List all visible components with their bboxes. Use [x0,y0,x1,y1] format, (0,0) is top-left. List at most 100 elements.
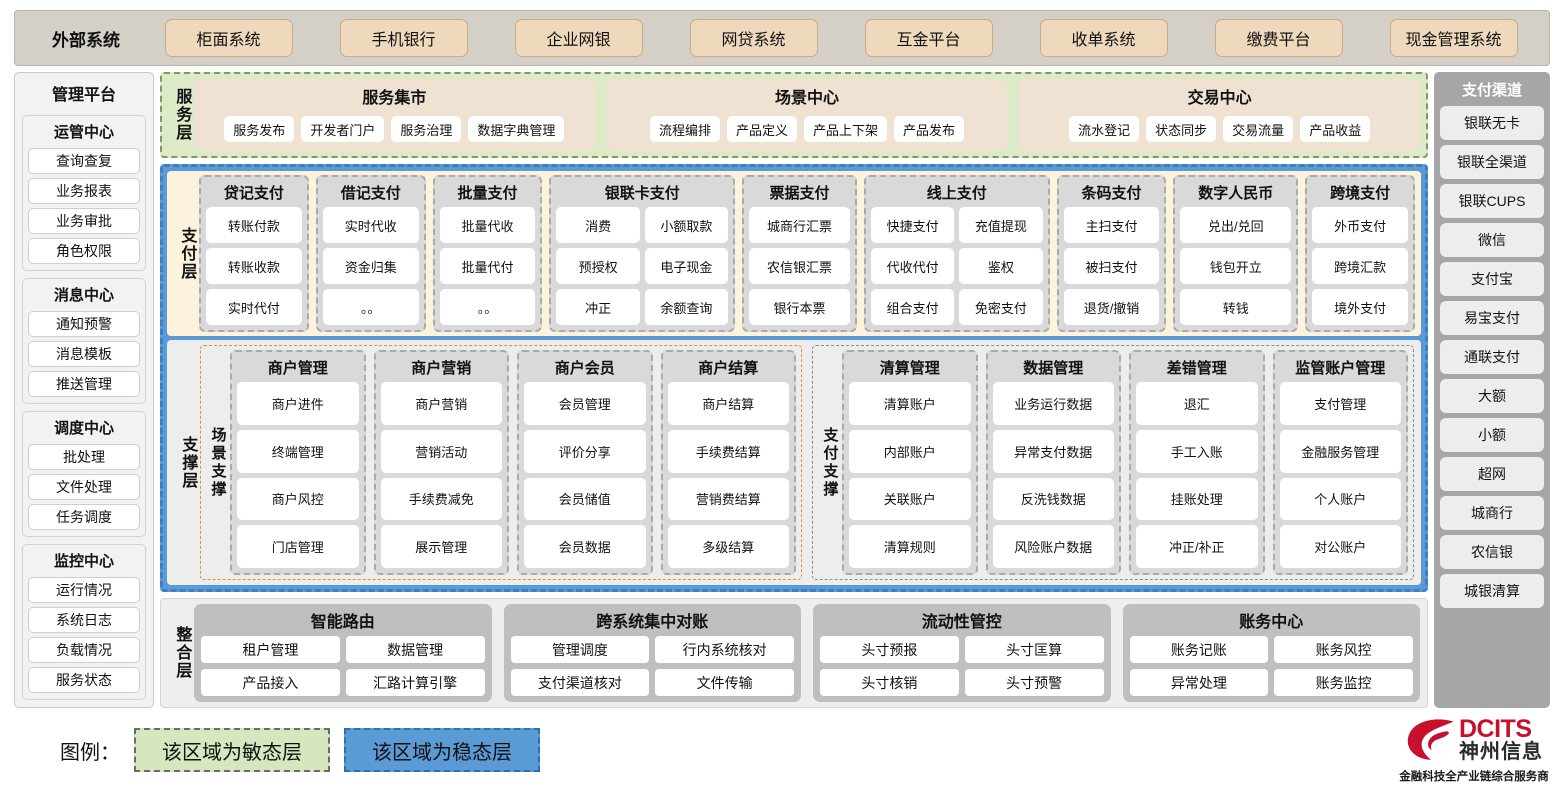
payment-item[interactable]: 余额查询 [644,289,729,325]
integration-item[interactable]: 账务记账 [1129,636,1269,663]
payment-item[interactable]: 鉴权 [959,248,1043,284]
management-item[interactable]: 业务报表 [28,178,140,204]
integration-item[interactable]: 行内系统核对 [655,636,794,663]
payment-item[interactable]: 资金归集 [322,248,419,284]
management-item[interactable]: 推送管理 [28,371,140,397]
service-chip[interactable]: 服务发布 [224,116,295,142]
payment-channel-item[interactable]: 微信 [1440,223,1544,257]
payment-channel-item[interactable]: 支付宝 [1440,262,1544,296]
payment-item[interactable]: 钱包开立 [1180,248,1292,284]
payment-item[interactable]: 。。 [322,289,419,325]
service-chip[interactable]: 流水登记 [1069,116,1140,142]
payment-item[interactable]: 外币支付 [1312,207,1409,243]
payment-item[interactable]: 城商行汇票 [749,207,850,243]
service-chip[interactable]: 状态同步 [1146,116,1217,142]
payment-item[interactable]: 代收代付 [870,248,955,284]
support-item[interactable]: 终端管理 [237,429,359,473]
support-item[interactable]: 挂账处理 [1136,477,1258,521]
payment-item[interactable]: 充值提现 [959,207,1043,243]
support-item[interactable]: 反洗钱数据 [992,477,1114,521]
support-item[interactable]: 清算账户 [849,382,971,425]
payment-channel-item[interactable]: 银联无卡 [1440,106,1544,140]
payment-item[interactable]: 退货/撤销 [1063,289,1160,325]
integration-item[interactable]: 异常处理 [1129,669,1269,696]
management-item[interactable]: 消息模板 [28,341,140,367]
integration-item[interactable]: 租户管理 [201,636,340,663]
payment-channel-item[interactable]: 城银清算 [1440,574,1544,608]
support-item[interactable]: 手续费结算 [667,429,789,473]
support-item[interactable]: 手工入账 [1136,429,1258,473]
integration-item[interactable]: 头寸预报 [820,636,959,663]
payment-item[interactable]: 组合支付 [870,289,955,325]
integration-item[interactable]: 账务监控 [1274,669,1413,696]
payment-item[interactable]: 境外支付 [1312,289,1409,325]
support-item[interactable]: 商户营销 [380,382,502,425]
external-system-chip[interactable]: 收单系统 [1039,19,1168,57]
external-system-chip[interactable]: 缴费平台 [1214,19,1343,57]
support-item[interactable]: 清算规则 [849,525,971,568]
payment-item[interactable]: 转账付款 [206,207,302,243]
payment-item[interactable]: 冲正 [556,289,640,325]
payment-channel-item[interactable]: 银联CUPS [1440,184,1544,218]
service-chip[interactable]: 交易流量 [1223,116,1294,142]
external-system-chip[interactable]: 企业网银 [514,19,643,57]
payment-item[interactable]: 预授权 [556,248,640,284]
integration-item[interactable]: 支付渠道核对 [510,669,650,696]
payment-channel-item[interactable]: 超网 [1440,457,1544,491]
payment-item[interactable]: 被扫支付 [1063,248,1160,284]
payment-item[interactable]: 实时代付 [206,289,302,325]
management-item[interactable]: 服务状态 [28,667,140,693]
support-item[interactable]: 关联账户 [849,477,971,521]
support-item[interactable]: 商户风控 [237,477,359,521]
payment-item[interactable]: 银行本票 [749,289,850,325]
support-item[interactable]: 退汇 [1136,382,1258,425]
support-item[interactable]: 评价分享 [524,429,646,473]
support-item[interactable]: 会员管理 [524,382,646,425]
payment-item[interactable]: 转账收款 [206,248,302,284]
support-item[interactable]: 手续费减免 [380,477,502,521]
external-system-chip[interactable]: 网贷系统 [689,19,818,57]
support-item[interactable]: 商户进件 [237,382,359,425]
payment-item[interactable]: 兑出/兑回 [1180,207,1292,243]
management-item[interactable]: 业务审批 [28,208,140,234]
support-item[interactable]: 门店管理 [237,525,359,568]
support-item[interactable]: 多级结算 [667,525,789,568]
payment-item[interactable]: 跨境汇款 [1312,248,1409,284]
payment-item[interactable]: 电子现金 [644,248,729,284]
service-chip[interactable]: 流程编排 [649,116,720,142]
integration-item[interactable]: 文件传输 [655,669,794,696]
payment-item[interactable]: 转钱 [1180,289,1292,325]
management-item[interactable]: 批处理 [28,444,140,470]
support-item[interactable]: 展示管理 [380,525,502,568]
integration-item[interactable]: 管理调度 [510,636,650,663]
payment-channel-item[interactable]: 城商行 [1440,496,1544,530]
payment-item[interactable]: 消费 [556,207,640,243]
support-item[interactable]: 个人账户 [1279,477,1401,521]
integration-item[interactable]: 数据管理 [345,636,485,663]
support-item[interactable]: 会员数据 [524,525,646,568]
payment-channel-item[interactable]: 小额 [1440,418,1544,452]
external-system-chip[interactable]: 互金平台 [864,19,993,57]
management-item[interactable]: 系统日志 [28,607,140,633]
payment-item[interactable]: 快捷支付 [870,207,955,243]
payment-item[interactable]: 批量代付 [439,248,536,284]
integration-item[interactable]: 头寸匡算 [964,636,1104,663]
payment-channel-item[interactable]: 通联支付 [1440,340,1544,374]
management-item[interactable]: 运行情况 [28,577,140,603]
service-chip[interactable]: 产品发布 [894,116,965,142]
support-item[interactable]: 会员储值 [524,477,646,521]
service-chip[interactable]: 产品收益 [1300,116,1371,142]
support-item[interactable]: 风险账户数据 [992,525,1114,568]
integration-item[interactable]: 产品接入 [201,669,340,696]
service-chip[interactable]: 服务治理 [391,116,462,142]
management-item[interactable]: 任务调度 [28,504,140,530]
payment-item[interactable]: 批量代收 [439,207,536,243]
service-chip[interactable]: 开发者门户 [301,116,385,142]
support-item[interactable]: 异常支付数据 [992,429,1114,473]
support-item[interactable]: 金融服务管理 [1279,429,1401,473]
payment-item[interactable]: 。。 [439,289,536,325]
management-item[interactable]: 查询查复 [28,148,140,174]
payment-item[interactable]: 实时代收 [322,207,419,243]
external-system-chip[interactable]: 现金管理系统 [1389,19,1518,57]
payment-item[interactable]: 农信银汇票 [749,248,850,284]
